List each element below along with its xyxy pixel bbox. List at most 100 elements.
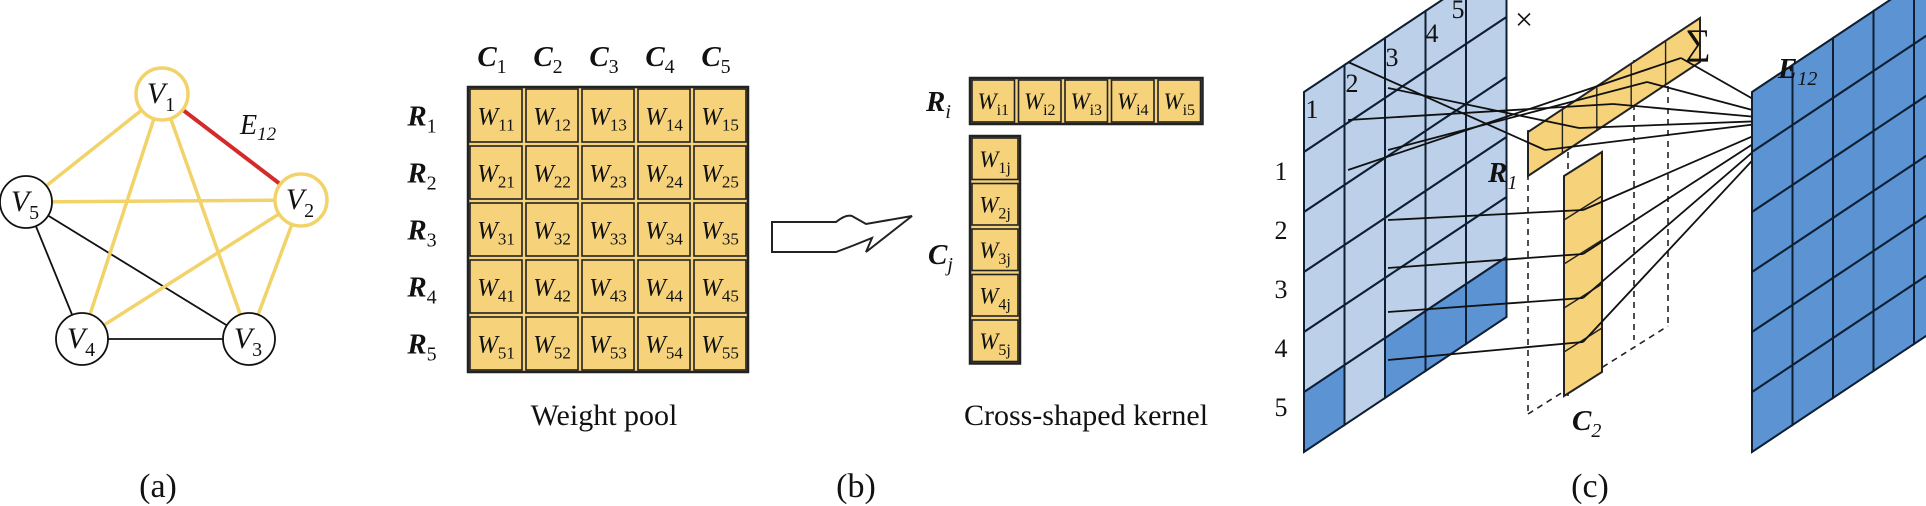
row-kernel-cell-text-sub: i1	[997, 102, 1009, 119]
weight-cell-box	[581, 88, 635, 143]
node-label-v1: V1	[147, 77, 175, 116]
node-label-v1-main: V	[147, 77, 169, 110]
weight-cell: W34	[637, 202, 691, 257]
weight-cell-text-sub: 13	[610, 116, 627, 135]
weight-cell-text: W51	[477, 332, 515, 363]
yellow-edge-v4v2	[81, 198, 302, 341]
row-kernel-cell-text-sub: i5	[1183, 102, 1195, 119]
node-v1: V1	[134, 66, 190, 122]
node-label-v4-main: V	[67, 322, 89, 355]
node-label-v2-sub: 2	[304, 200, 314, 222]
weight-cell-text: W24	[645, 161, 683, 192]
weight-cell-text: W43	[589, 275, 627, 306]
weight-cell-box	[693, 88, 747, 143]
weight-cell-box	[637, 88, 691, 143]
col-head-3-main: C	[589, 41, 609, 73]
weight-cell-text-main: W	[645, 104, 668, 131]
col-head-4-main: C	[645, 41, 665, 73]
weight-cell-box	[525, 88, 579, 143]
node-label-v4: V4	[67, 322, 95, 361]
input-to-kernel-line	[1387, 81, 1648, 151]
row-kernel-cell-text-main: W	[977, 89, 998, 114]
input-to-kernel-line	[1387, 341, 1584, 361]
col-kernel-cell-text: W4j	[979, 283, 1011, 313]
weight-cell-text: W35	[701, 218, 739, 249]
weight-cell: W31	[469, 202, 523, 257]
weight-cell: W35	[693, 202, 747, 257]
yellow-edge-v1v3	[160, 93, 251, 340]
left-index-number: 1	[1275, 157, 1288, 186]
row-kernel-cell: Wi3	[1064, 79, 1109, 123]
col-kernel-cell-text-main: W	[979, 147, 1000, 172]
row-kernel-cell-text-main: W	[1163, 89, 1184, 114]
output-top-cell	[1913, 154, 1926, 226]
row-head-5-main: R	[406, 329, 426, 361]
row-head-4-main: R	[406, 272, 426, 304]
col-kernel-cell-text-main: W	[979, 238, 1000, 263]
output-grid	[1751, 0, 1926, 454]
weight-cell-text-sub: 54	[666, 344, 684, 363]
col-kernel-cell-text: W2j	[979, 192, 1011, 222]
col-kernel-cell: W4j	[971, 273, 1019, 317]
weight-cell-box	[693, 316, 747, 371]
col-kernel-cell: W3j	[971, 228, 1019, 272]
weight-cell-text: W15	[701, 104, 739, 135]
input-grid	[1303, 0, 1508, 454]
row-kernel-cell-box	[1110, 79, 1155, 123]
weight-cell-text-sub: 34	[666, 230, 684, 249]
weight-cell-text: W22	[533, 161, 571, 192]
col-kernel-cell-text-sub: 2j	[998, 205, 1010, 222]
row-kernel-cell: Wi1	[971, 79, 1016, 123]
weight-cell-text: W11	[477, 104, 514, 135]
weight-pool-caption: Weight pool	[531, 399, 678, 432]
output-top-cell	[1913, 34, 1926, 106]
kernel-col-divider	[1563, 195, 1603, 221]
weight-cell-text: W23	[589, 161, 627, 192]
top-index-number: 5	[1452, 0, 1465, 24]
input-to-kernel-line	[1347, 103, 1614, 121]
left-index-number: 2	[1275, 216, 1288, 245]
transform-arrow-icon	[771, 214, 913, 253]
weight-cell: W22	[525, 145, 579, 200]
weight-cell-text: W55	[701, 332, 739, 363]
output-top-cell	[1913, 94, 1926, 166]
kernel-col-divider	[1563, 239, 1603, 265]
node-circle-v2	[273, 172, 329, 228]
row-kernel-label: Ri	[925, 86, 951, 123]
node-label-v2-main: V	[286, 183, 308, 216]
row-head-3: R3	[406, 215, 436, 252]
black-edge-v5v3	[25, 201, 250, 340]
row-head-2-sub: 2	[427, 173, 437, 195]
weight-cell-text-sub: 25	[722, 173, 739, 192]
weight-cell-text: W45	[701, 275, 739, 306]
weight-cell-text: W53	[589, 332, 627, 363]
weight-cell-text-main: W	[477, 161, 500, 188]
row-kernel-cell-text-main: W	[1024, 89, 1045, 114]
weight-cell-text-sub: 45	[722, 287, 739, 306]
row-kernel-cell-text-sub: i4	[1136, 102, 1148, 119]
node-label-v5-main: V	[11, 185, 33, 218]
weight-cell: W43	[581, 259, 635, 314]
row-head-2-main: R	[406, 158, 426, 190]
col-kernel-cell-text-sub: 4j	[998, 296, 1010, 313]
col-head-1: C1	[477, 41, 506, 78]
node-v5: V5	[0, 175, 53, 229]
node-circle-v1	[134, 66, 190, 122]
node-label-v5-sub: 5	[29, 202, 39, 224]
col-head-5: C5	[701, 41, 730, 78]
weight-cell-text-sub: 52	[554, 344, 571, 363]
top-index-number: 3	[1386, 43, 1399, 72]
col-head-5-main: C	[701, 41, 721, 73]
col-head-2-main: C	[533, 41, 553, 73]
row-label-r1: R1	[1487, 157, 1517, 194]
row-head-2: R2	[406, 158, 436, 195]
col-kernel-cell-text-main: W	[979, 283, 1000, 308]
col-kernel-cell: W5j	[971, 319, 1019, 363]
kernel-to-output-line	[1544, 119, 1791, 151]
panel-b-label: (b)	[836, 468, 876, 505]
node-v3: V3	[222, 312, 276, 366]
